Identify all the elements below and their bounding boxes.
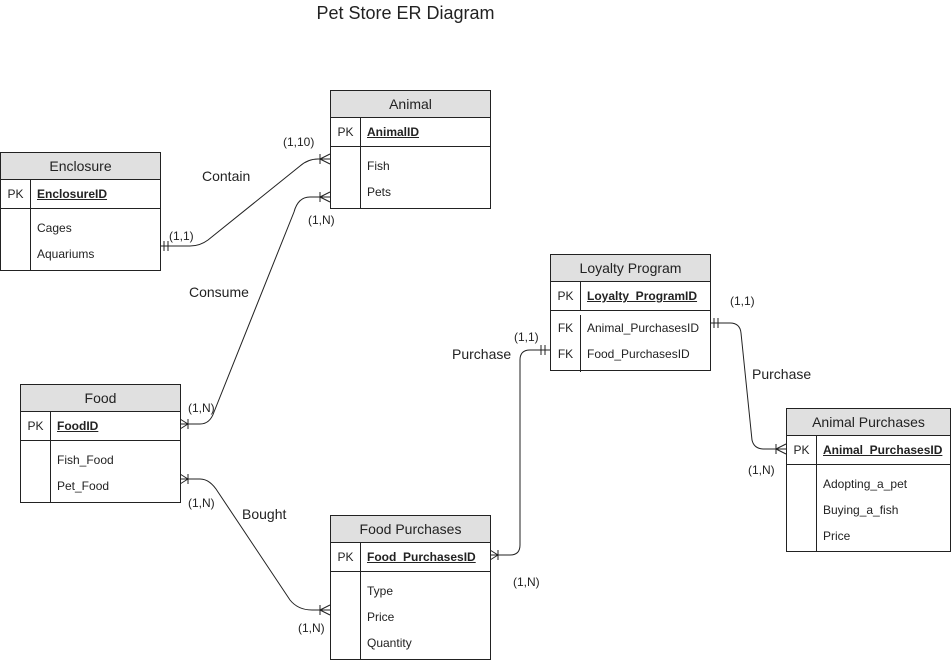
entity-enclosure[interactable]: Enclosure PK EnclosureID Cages Aquariums (0, 152, 161, 271)
attribute: Pets (367, 185, 392, 199)
fk-label: FK (551, 315, 581, 341)
cardinality-label: (1,N) (298, 621, 325, 635)
entity-name: Food Purchases (331, 516, 490, 543)
diagram-title: Pet Store ER Diagram (316, 3, 495, 23)
contain-line (160, 158, 330, 247)
attribute: Type (367, 584, 394, 598)
primary-key: AnimalID (367, 125, 420, 139)
primary-key: Loyalty_ProgramID (587, 289, 698, 303)
pk-label: PK (331, 118, 361, 146)
cardinality-label: (1,1) (730, 294, 755, 308)
attribute: Price (823, 529, 851, 543)
entity-name: Animal (331, 91, 490, 118)
relationship-label-consume: Consume (189, 284, 249, 300)
entity-name: Loyalty Program (551, 255, 710, 282)
entity-food[interactable]: Food PK FoodID Fish_Food Pet_Food (20, 384, 181, 503)
consume-line (180, 196, 330, 425)
bought-food-many-mark (179, 473, 189, 485)
attribute: Cages (37, 221, 72, 235)
purchase-ap-many-mark (775, 443, 787, 455)
primary-key: FoodID (57, 419, 99, 433)
attribute: Pet_Food (57, 479, 110, 493)
cardinality-label: (1,N) (188, 496, 215, 510)
pk-label: PK (21, 412, 51, 440)
cardinality-label: (1,N) (748, 463, 775, 477)
cardinality-label: (1,N) (308, 213, 335, 227)
cardinality-label: (1,N) (513, 575, 540, 589)
attribute: Buying_a_fish (823, 503, 899, 517)
pk-label: PK (1, 180, 31, 208)
entity-loyalty-program[interactable]: Loyalty Program PK Loyalty_ProgramID FK … (550, 254, 711, 372)
consume-food-many-mark (179, 418, 189, 430)
foreign-key: Animal_PurchasesID (587, 321, 700, 335)
attribute: Fish (367, 159, 390, 173)
cardinality-label: (1,1) (514, 330, 539, 344)
entity-food-purchases[interactable]: Food Purchases PK Food_PurchasesID Type … (330, 515, 491, 660)
attribute: Adopting_a_pet (823, 477, 908, 491)
relationship-label-purchase-left: Purchase (452, 346, 512, 362)
attribute: Quantity (367, 636, 412, 650)
purchase-right-line (710, 322, 786, 450)
cardinality-label: (1,N) (188, 401, 215, 415)
primary-key: EnclosureID (37, 187, 108, 201)
entity-name: Food (21, 385, 180, 412)
consume-animal-many-mark (319, 191, 331, 203)
purchase-loyalty-one-mark (540, 345, 546, 355)
attribute: Price (367, 610, 395, 624)
cardinality-label: (1,10) (283, 135, 315, 149)
bought-fp-many-mark (319, 604, 331, 616)
entity-name: Enclosure (1, 153, 160, 180)
bought-line (180, 478, 330, 611)
pk-label: PK (331, 543, 361, 571)
relationship-label-contain: Contain (202, 168, 251, 184)
attribute: Aquariums (37, 247, 95, 261)
relationship-label-purchase-right: Purchase (752, 366, 812, 382)
relationship-label-bought: Bought (242, 506, 287, 522)
foreign-key: Food_PurchasesID (587, 347, 690, 361)
contain-many-mark (319, 153, 331, 165)
fk-label: FK (551, 341, 581, 367)
pk-label: PK (551, 282, 581, 310)
primary-key: Food_PurchasesID (367, 550, 476, 564)
purchase-loyalty-right-one-mark (713, 318, 719, 328)
entity-animal-purchases[interactable]: Animal Purchases PK Animal_PurchasesID A… (786, 408, 951, 552)
cardinality-label: (1,1) (169, 229, 194, 243)
primary-key: Animal_PurchasesID (823, 443, 943, 457)
entity-name: Animal Purchases (787, 409, 950, 436)
purchase-fp-many-mark (489, 549, 499, 561)
purchase-left-line (490, 349, 550, 556)
contain-one-mark (163, 241, 169, 251)
entity-animal[interactable]: Animal PK AnimalID Fish Pets (330, 90, 491, 209)
attribute: Fish_Food (57, 453, 114, 467)
pk-label: PK (787, 436, 817, 464)
